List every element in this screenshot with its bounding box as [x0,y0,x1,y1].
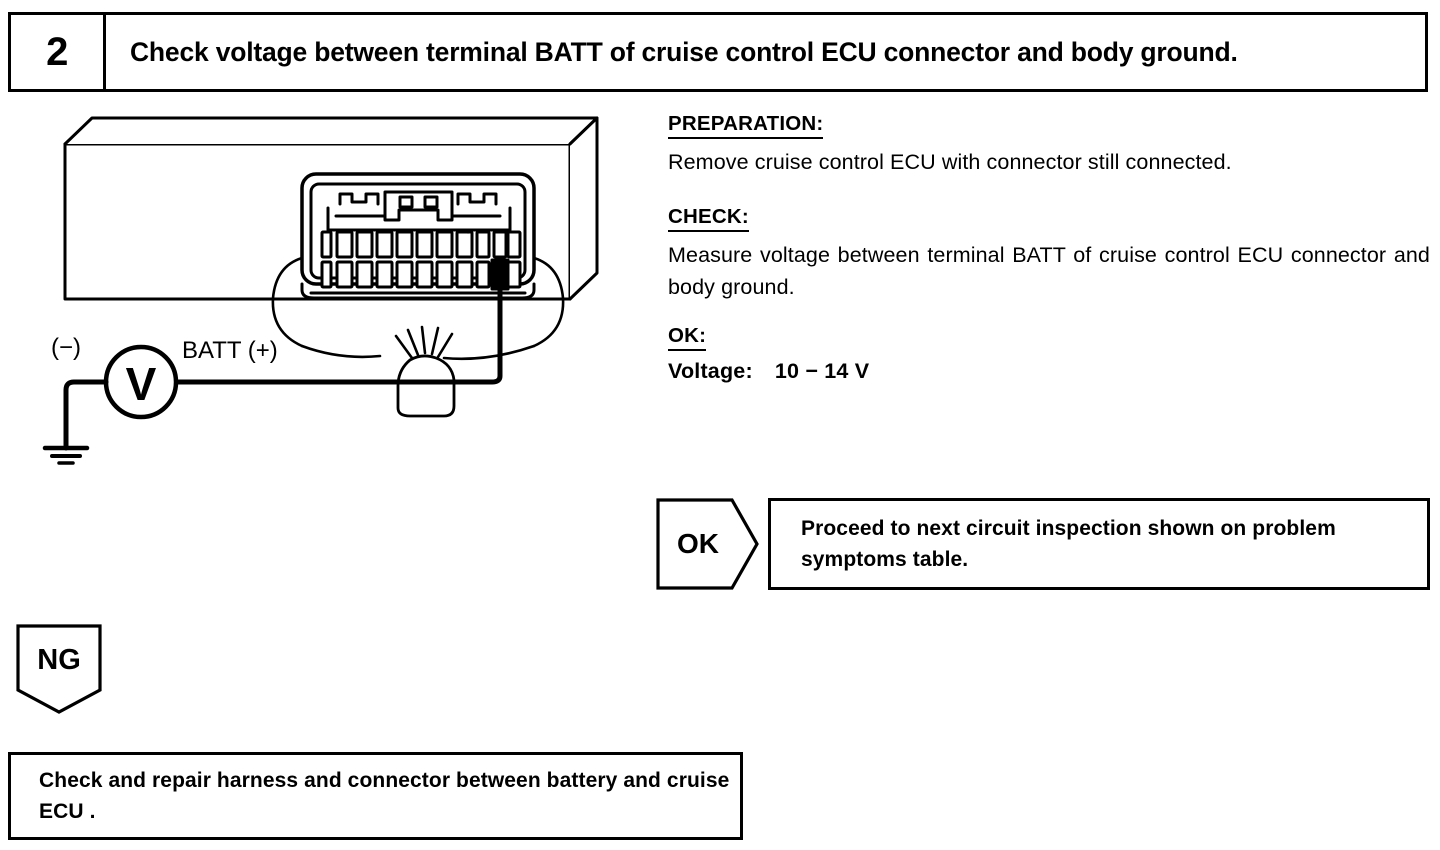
ng-result-text: Check and repair harness and connector b… [39,768,730,824]
preparation-section: PREPARATION: Remove cruise control ECU w… [668,112,1430,179]
negative-terminal-label: (−) [51,334,81,361]
wire-harness-bundle [271,256,565,418]
check-body: Measure voltage between terminal BATT of… [668,242,1430,300]
step-number-cell: 2 [11,15,106,89]
ok-result-text: Proceed to next circuit inspection shown… [801,516,1336,571]
connector-terminal-row-top [320,230,522,259]
ok-result-box: Proceed to next circuit inspection shown… [768,498,1430,590]
ok-spec-label: Voltage: [668,359,753,384]
ng-tag-shape: NG [16,624,102,714]
step-title-cell: Check voltage between terminal BATT of c… [106,15,1425,89]
ng-result-box: Check and repair harness and connector b… [8,752,743,840]
instruction-text-column: PREPARATION: Remove cruise control ECU w… [668,112,1430,384]
section-spacer-2 [668,304,1430,324]
ecu-connector-illustration: V (−) BATT (+) [40,108,640,488]
voltmeter-letter: V [126,358,157,410]
preparation-body: Remove cruise control ECU with connector… [668,150,1232,174]
positive-terminal-label: BATT (+) [182,337,278,364]
probe-lead-negative [63,379,109,451]
probe-lead-positive [165,283,503,385]
section-spacer [668,179,1430,205]
ok-spec-value: 10 − 14 V [774,359,870,384]
ok-result-row: OK Proceed to next circuit inspection sh… [656,498,1430,590]
ng-tag-label: NG [37,643,81,676]
preparation-heading: PREPARATION: [668,112,824,139]
ok-tag-shape: OK [656,498,760,590]
connector-latch [326,190,512,232]
ok-spec-section: OK: Voltage: 10 − 14 V [668,324,1430,384]
ok-spec-heading: OK: [668,324,707,352]
step-title: Check voltage between terminal BATT of c… [130,36,1238,67]
step-header-box: 2 Check voltage between terminal BATT of… [8,12,1428,92]
ground-symbol [42,445,90,465]
step-number: 2 [46,30,68,74]
connector-terminal-row-bottom [320,260,522,289]
ok-tag-label: OK [677,528,719,559]
check-heading: CHECK: [668,205,749,232]
ok-spec-line: Voltage: 10 − 14 V [668,359,1430,384]
check-section: CHECK: Measure voltage between terminal … [668,205,1430,304]
